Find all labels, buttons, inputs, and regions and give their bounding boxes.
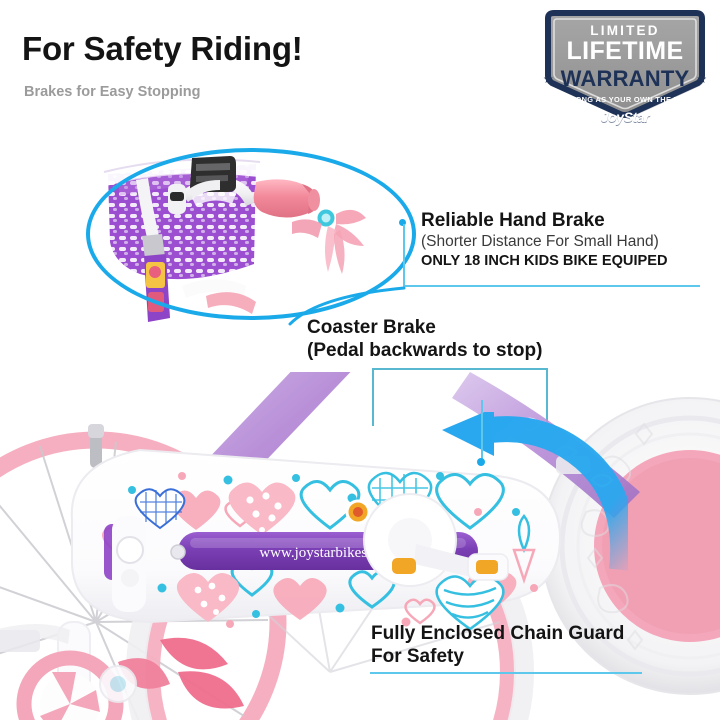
hand-brake-connector-dot	[399, 219, 406, 226]
coaster-brake-subtitle: (Pedal backwards to stop)	[307, 340, 543, 362]
hand-brake-title: Reliable Hand Brake	[421, 210, 605, 231]
chain-guard-connector-line	[481, 400, 483, 462]
hand-brake-subtitle: (Shorter Distance For Small Hand)	[421, 233, 659, 251]
handlebar-oval-callout	[86, 148, 416, 320]
page-title: For Safety Riding!	[22, 30, 303, 67]
annotation-coaster-brake: Coaster Brake (Pedal backwards to stop)	[307, 316, 607, 362]
page-subtitle: Brakes for Easy Stopping	[24, 84, 201, 100]
annotation-chain-guard: Fully Enclosed Chain Guard For Safety	[371, 622, 671, 668]
chain-guard-product-photo: www.joystarbikes.com	[0, 372, 720, 720]
hand-brake-connector-line	[403, 224, 405, 286]
chain-guard: www.joystarbikes.com	[70, 448, 562, 631]
chain-guard-underline	[370, 672, 642, 674]
chain-guard-url-text: www.joystarbikes.com	[259, 545, 397, 561]
training-wheel	[16, 621, 124, 720]
warranty-badge: LIMITED LIFETIME ★ WARRANTY ★ AS LONG AS…	[538, 10, 712, 125]
chain-guard-connector-dot	[477, 458, 485, 466]
coaster-brake-lead-line	[288, 286, 408, 326]
coaster-brake-bracket	[372, 368, 548, 426]
hand-brake-emphasis: ONLY 18 INCH KIDS BIKE EQUIPED	[421, 252, 668, 269]
rear-fender-hint	[0, 624, 70, 652]
hand-brake-underline	[403, 285, 700, 287]
crank-and-pedal	[345, 493, 509, 587]
warranty-badge-shape	[545, 10, 705, 118]
chain-guard-subtitle: For Safety	[371, 646, 464, 668]
pedal-backwards-arrow-icon	[398, 412, 628, 572]
hub-detail	[99, 665, 137, 703]
coaster-brake-title: Coaster Brake	[307, 317, 436, 338]
chain-guard-title: Fully Enclosed Chain Guard	[371, 623, 625, 644]
annotation-hand-brake: Reliable Hand Brake (Shorter Distance Fo…	[421, 210, 711, 270]
